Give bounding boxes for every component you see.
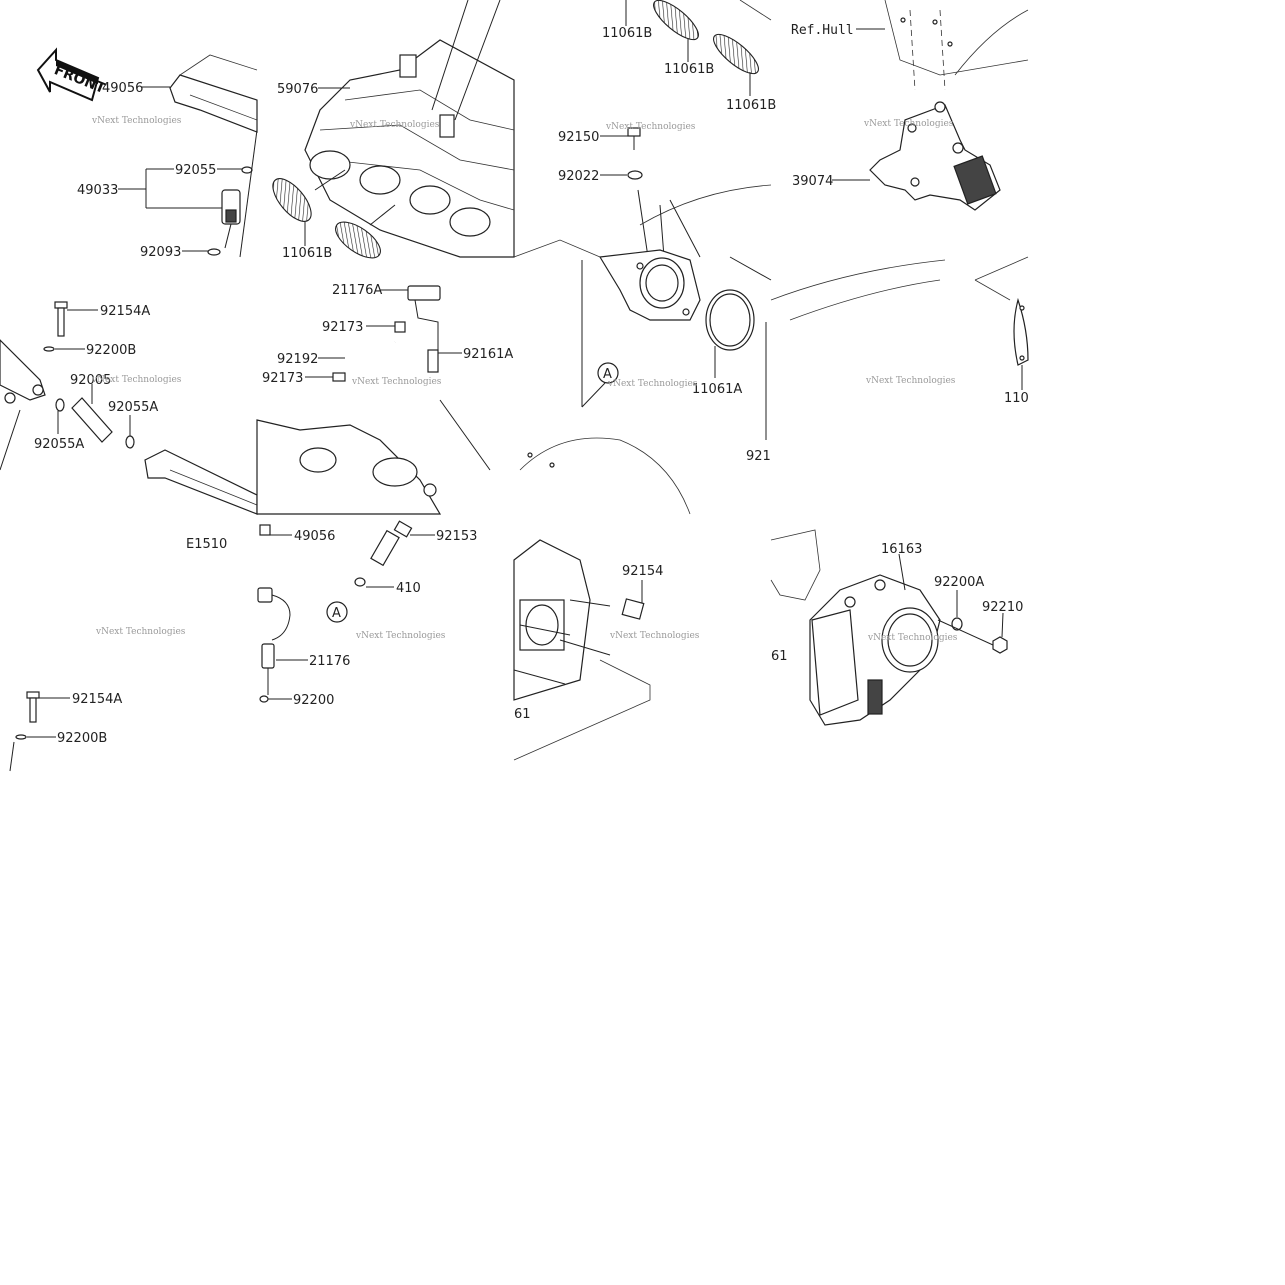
watermark-5: vNext Technologies [91,375,182,385]
label-11061b-d: 11061B [726,98,776,113]
tile-studs: 92154 61 [513,539,663,761]
front-arrow-icon: FRONT [36,47,108,102]
label-92022: 92022 [558,169,599,184]
label-11061b-b: 11061B [602,26,652,41]
label-92055a-b: 92055A [108,400,158,415]
watermark-4: vNext Technologies [863,119,954,129]
label-92173-a: 92173 [322,320,363,335]
tile-sensor-area: 21176A 92173 92192 92161A 92173 [256,283,513,515]
watermark-10: vNext Technologies [355,631,446,641]
label-410: 410 [396,581,421,596]
diagram-code: E1510 [186,537,227,552]
label-92150: 92150 [558,130,599,145]
label-11061a: 11061A [692,382,742,397]
tile-flange-11061a: 11061A A [519,249,772,515]
label-92055: 92055 [175,163,216,178]
tile-intake-manifold: 59076 11061B [272,0,515,261]
tile-throttle-flange: 11061B 11061B 11061B 92150 92022 [513,0,776,258]
label-92154a-b: 92154A [72,692,122,707]
label-92192: 92192 [277,352,318,367]
watermarks: vNext Technologies vNext Technologies vN… [91,116,958,643]
label-92200a: 92200A [934,575,984,590]
label-59076: 59076 [277,82,318,97]
label-49056-a: 49056 [102,81,143,96]
label-92210: 92210 [982,600,1023,615]
label-92200b-b: 92200B [57,731,107,746]
circle-a-2: A [332,606,341,621]
watermark-12: vNext Technologies [867,633,958,643]
label-61-a: 61 [514,707,531,722]
circle-a-1: A [603,367,612,382]
label-92093: 92093 [140,245,181,260]
tile-rail-detail: 92154A 92200B 92005 92055A 92055A [0,301,258,515]
label-21176a: 21176A [332,283,382,298]
tile-bolt-92154a: E1510 92154A 92200B [9,537,227,772]
tile-throttle-body: 16163 92200A 92210 61 [770,529,1023,726]
label-21176: 21176 [309,654,350,669]
tile-fuel-rail: FRONT 49056 92055 49033 92093 [36,47,258,260]
label-92055a-a: 92055A [34,437,84,452]
watermark-7: vNext Technologies [607,379,698,389]
label-110-partial: 110 [1004,391,1029,406]
watermark-3: vNext Technologies [605,122,696,132]
label-61-b: 61 [771,649,788,664]
label-92154a-a: 92154A [100,304,150,319]
watermark-11: vNext Technologies [609,631,700,641]
label-92153: 92153 [436,529,477,544]
label-921-partial: 921 [746,449,771,464]
tile-sensor-21176: 49056 92153 410 A 21176 92200 [257,520,477,708]
tile-hull-bracket: Ref.Hull 39074 [791,0,1029,211]
label-11061b-c: 11061B [664,62,714,77]
label-39074: 39074 [792,174,833,189]
label-49033: 49033 [77,183,118,198]
watermark-1: vNext Technologies [91,116,182,126]
watermark-6: vNext Technologies [351,377,442,387]
watermark-2: vNext Technologies [349,120,440,130]
watermark-9: vNext Technologies [95,627,186,637]
label-92200b-a: 92200B [86,343,136,358]
label-49056-b: 49056 [294,529,335,544]
label-ref-hull: Ref.Hull [791,23,854,38]
label-92200: 92200 [293,693,334,708]
label-92161a: 92161A [463,347,513,362]
label-11061b-a: 11061B [282,246,332,261]
watermark-8: vNext Technologies [865,376,956,386]
label-92173-b: 92173 [262,371,303,386]
label-92005: 92005 [70,373,111,388]
label-16163: 16163 [881,542,922,557]
label-92154: 92154 [622,564,663,579]
tile-hull-sketch: 110 [770,256,1029,406]
